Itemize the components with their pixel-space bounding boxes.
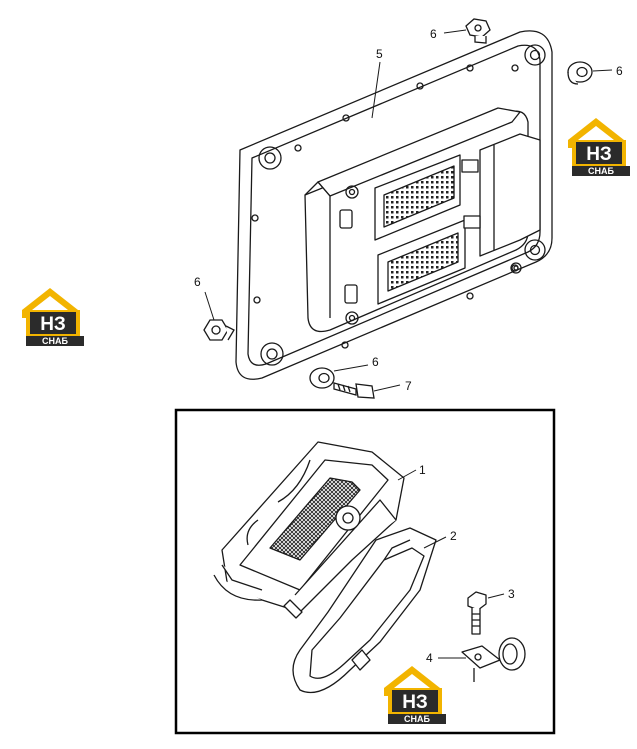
mounting-bracket [461, 637, 526, 682]
logo-letters: НЗ [586, 144, 612, 165]
callout-6-lower: 6 [372, 355, 379, 369]
callout-6-right: 6 [616, 64, 623, 78]
logo-watermark-right: НЗ СНАБ [568, 118, 630, 176]
callout-3: 3 [508, 587, 515, 601]
leader-lines-detail [397, 469, 505, 659]
nut-top [465, 18, 491, 44]
washer-lower [309, 367, 335, 389]
callout-2: 2 [450, 529, 457, 543]
connector-detail [213, 441, 526, 694]
logo-watermark-left: НЗ СНАБ [22, 288, 84, 346]
logo-watermark-bottom: НЗ СНАБ [384, 666, 446, 724]
callout-7: 7 [405, 379, 412, 393]
rim-rivets [251, 64, 519, 349]
callout-5: 5 [376, 47, 383, 61]
callout-4: 4 [426, 651, 433, 665]
cover-bolt [467, 591, 487, 635]
callout-6-left: 6 [194, 275, 201, 289]
callout-6-top: 6 [430, 27, 437, 41]
leader-lines-upper [204, 29, 613, 392]
callouts-detail: 1 2 3 4 [419, 463, 515, 665]
logo-letters: НЗ [40, 314, 66, 335]
detail-frame [174, 408, 556, 735]
washer-right [567, 61, 593, 85]
corner-bosses [258, 44, 546, 366]
logo-letters: НЗ [402, 692, 428, 713]
callout-1: 1 [419, 463, 426, 477]
nut-left [203, 319, 235, 341]
logo-word: СНАБ [588, 166, 614, 176]
logo-word: СНАБ [404, 714, 430, 724]
callouts-upper: 5 6 6 6 6 7 [194, 27, 623, 393]
logo-word: СНАБ [42, 336, 68, 346]
ecu-module [235, 30, 553, 380]
bolt [333, 382, 375, 399]
fasteners [203, 18, 593, 399]
